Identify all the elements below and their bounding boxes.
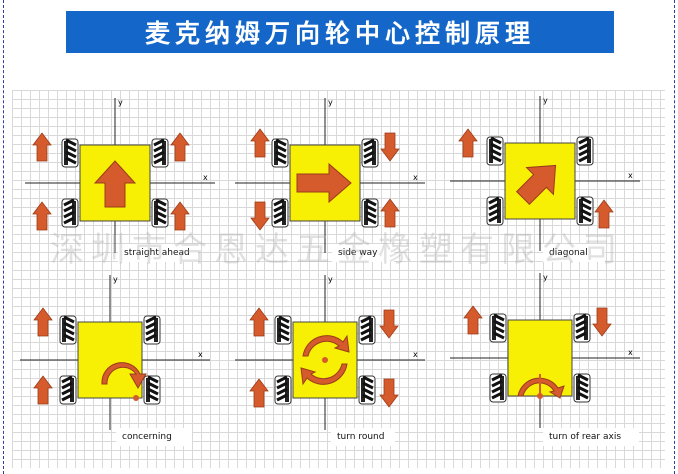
motion-arrow-up — [93, 160, 137, 208]
right-frame-line — [674, 0, 675, 474]
x-axis-label: x — [203, 173, 208, 182]
page-title: 麦克纳姆万向轮中心控制原理 — [66, 11, 614, 53]
x-axis-label: x — [628, 348, 633, 357]
caption-turn-round: turn round — [331, 428, 395, 446]
motion-arrow-rotate-bottom — [300, 363, 348, 386]
panel-turn-of-rear-axis: y x — [449, 272, 641, 429]
caption-straight-ahead: straight ahead — [118, 244, 198, 262]
motion-arrow-right — [296, 162, 352, 204]
panel-diagonal: y x — [449, 95, 641, 252]
y-axis-label: y — [113, 275, 118, 284]
caption-concerning: concerning — [116, 428, 192, 446]
panel-straight-ahead: y x — [24, 97, 216, 254]
y-axis-label: y — [328, 98, 333, 107]
caption-side-way: side way — [332, 244, 394, 262]
motion-arrow-rotate-top — [302, 334, 350, 357]
y-axis-label: y — [543, 96, 548, 105]
y-axis-label: y — [328, 275, 333, 284]
x-axis-label: x — [413, 173, 418, 182]
x-axis-label: x — [413, 350, 418, 359]
motion-arrow-pivot — [101, 362, 147, 390]
caption-turn-of-rear-axis: turn of rear axis — [543, 428, 639, 446]
x-axis-label: x — [628, 171, 633, 180]
y-axis-label: y — [118, 98, 123, 107]
y-axis-label: y — [543, 273, 548, 282]
robot-body — [77, 321, 143, 399]
motion-arrow-rear-pivot — [517, 377, 565, 399]
panel-turn-round: y x — [234, 274, 426, 431]
motion-arrow-diagonal — [515, 164, 557, 206]
panel-side-way: y x — [234, 97, 426, 254]
x-axis-label: x — [198, 350, 203, 359]
caption-diagonal: diagonal — [543, 244, 605, 262]
left-frame-line — [3, 0, 4, 474]
panel-concerning: y x — [19, 274, 211, 431]
